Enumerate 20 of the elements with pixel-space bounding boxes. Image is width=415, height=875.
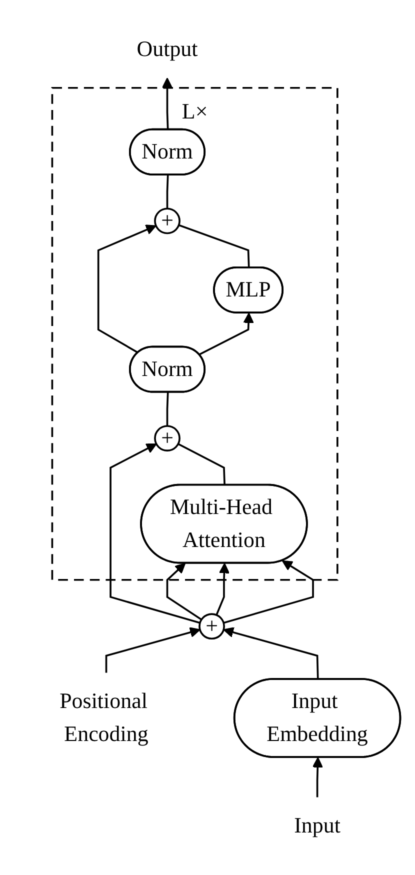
node-circle: + [154,424,180,452]
connector [178,442,226,486]
connector [166,392,169,426]
arrow [105,626,200,673]
arrow [162,77,173,130]
arrow [312,756,323,798]
arrow [223,626,319,680]
connector [166,174,169,208]
arrow [216,562,230,616]
arrow [110,443,200,624]
arrow [97,224,156,354]
connector [178,224,250,268]
arrow [198,312,254,356]
arrow [223,560,314,624]
node-text: Positional Encoding [60,688,148,746]
node-circle: + [154,208,180,234]
node-circle: + [198,612,225,640]
node-text: Input [294,812,340,838]
node-text: Output [136,36,198,61]
arrow [166,562,202,620]
